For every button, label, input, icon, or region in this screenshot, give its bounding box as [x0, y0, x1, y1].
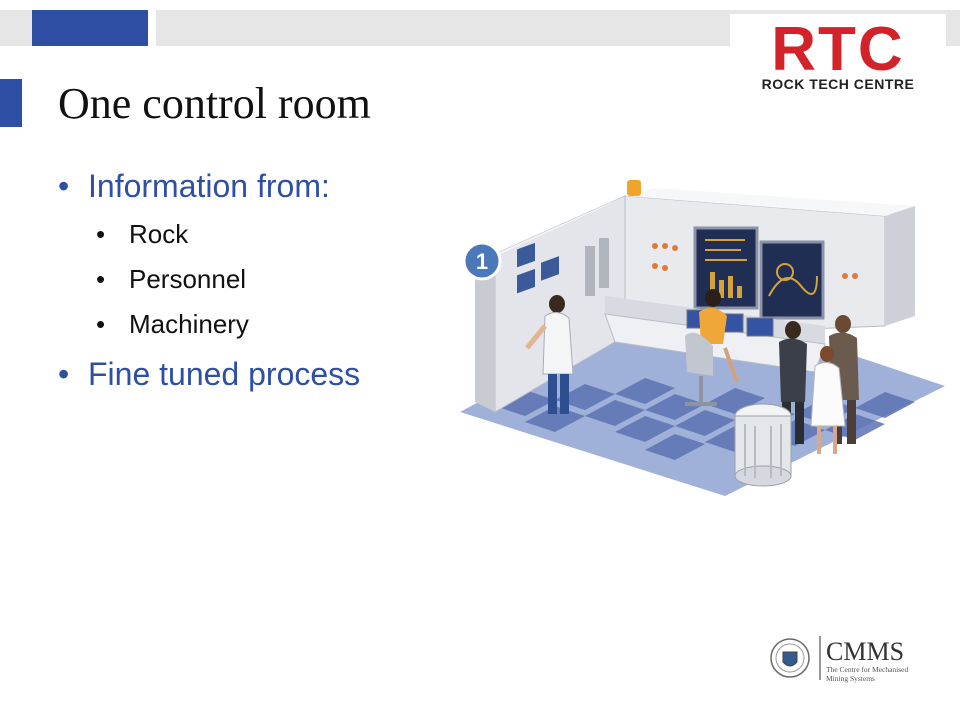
illustration-badge: 1	[476, 249, 488, 274]
bullet-list: Information from: Rock Personnel Machine…	[58, 168, 360, 393]
bullet-information-from: Information from:	[58, 168, 360, 205]
cmms-logo-line2: Mining Systems	[826, 674, 875, 683]
rtc-logo: RTC ROCK TECH CENTRE	[730, 14, 946, 92]
sub-bullet-rock: Rock	[58, 219, 360, 250]
title-marker	[0, 79, 22, 127]
cmms-logo-name: CMMS	[826, 637, 904, 666]
rtc-logo-letters: RTC	[771, 15, 904, 84]
bullet-fine-tuned-process: Fine tuned process	[58, 356, 360, 393]
sub-bullet-personnel: Personnel	[58, 264, 360, 295]
sub-bullet-machinery: Machinery	[58, 309, 360, 340]
header-divider	[148, 10, 156, 46]
slide-title: One control room	[58, 79, 371, 128]
header-accent-block	[32, 10, 148, 46]
rtc-logo-subtitle: ROCK TECH CENTRE	[762, 76, 915, 92]
control-room-illustration: 1	[455, 176, 950, 496]
cmms-logo-line1: The Centre for Mechanised	[826, 665, 909, 674]
cmms-logo: CMMS The Centre for Mechanised Mining Sy…	[770, 630, 930, 686]
